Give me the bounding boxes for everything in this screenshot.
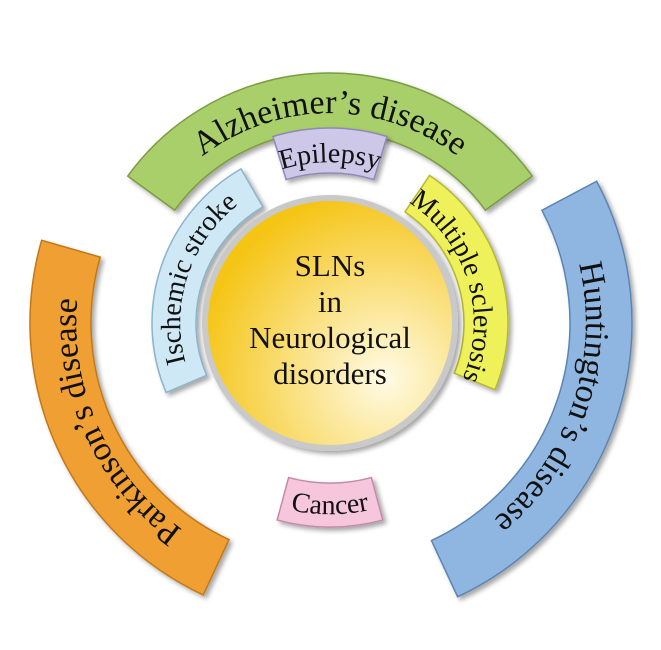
segment-alzheimers: Alzheimer’s disease: [126, 72, 534, 212]
segment-band-epilepsy: [272, 127, 388, 181]
segment-cancer: Cancer: [276, 476, 384, 528]
segment-band-ischemic-stroke: [151, 167, 265, 394]
center-circle: SLNs in Neurological disorders: [202, 195, 458, 451]
segment-band-cancer: [276, 476, 384, 528]
segment-band-parkinsons: [29, 239, 230, 596]
segment-band-alzheimers: [126, 72, 534, 212]
segment-epilepsy: Epilepsy: [272, 127, 388, 181]
center-line-2: in: [318, 284, 343, 319]
segment-band-multiple-sclerosis: [403, 174, 509, 391]
center-line-3: Neurological: [249, 320, 411, 355]
center-line-4: disorders: [273, 356, 387, 391]
segment-label-cancer: Cancer: [289, 486, 371, 521]
segment-band-huntingtons: [430, 180, 633, 598]
center-line-1: SLNs: [295, 248, 366, 283]
